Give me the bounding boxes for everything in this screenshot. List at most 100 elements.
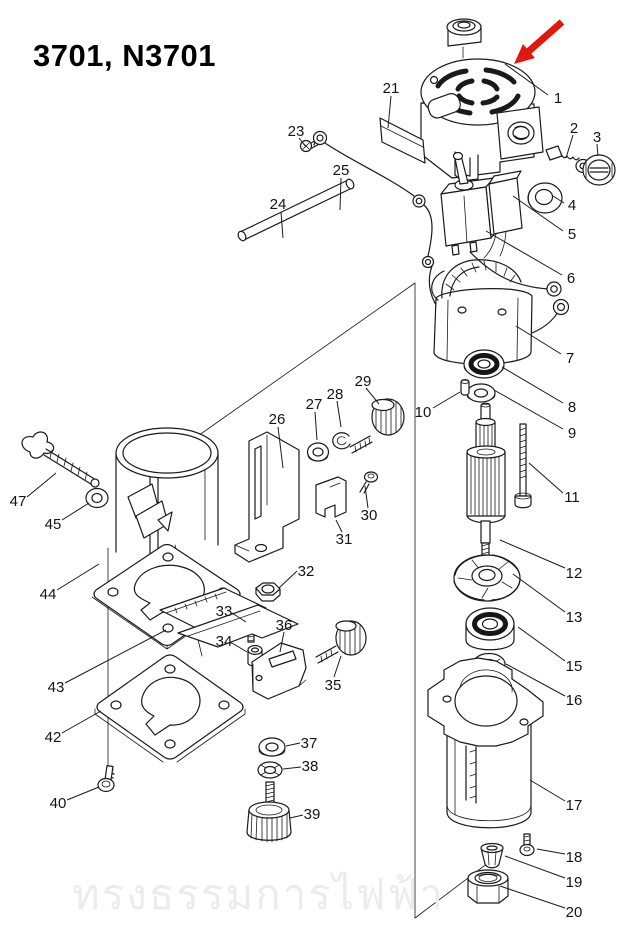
part-number-label: 15 [566,658,583,675]
guide-holder-26 [234,431,300,563]
leader-line [339,177,342,211]
part-number-labels: 1234567891011121315161718192021232425262… [10,63,601,921]
part-number-label: 9 [568,425,576,442]
leader-line [552,195,565,204]
part-number-label: 20 [566,904,583,921]
leader-line [512,195,564,232]
leader-line [504,855,566,879]
leader-line [504,63,549,96]
stop-plate-43 [159,587,299,648]
frame-lines [107,46,493,919]
part-number-label: 36 [276,617,293,634]
part-number-label: 21 [383,80,400,97]
leader-line [505,663,566,697]
leader-line [493,389,564,430]
leader-line [365,387,380,405]
leader-line [512,573,566,613]
part-number-label: 18 [566,849,583,866]
leader-line [517,626,566,662]
base-plate-42 [94,654,246,763]
part-number-label: 27 [306,396,323,413]
nut-32 [255,582,281,602]
leader-line [501,366,564,404]
fan [453,554,521,602]
collet-nut [467,869,509,904]
part-number-label: 7 [566,350,574,367]
leader-line [499,539,566,569]
leader-line [432,391,461,409]
part-number-label: 33 [216,603,233,620]
part-number-label: 31 [336,531,353,548]
screw-30 [359,471,379,494]
collet-cone [480,842,504,869]
leader-line [280,211,284,239]
part-number-label: 5 [568,226,576,243]
part-number-label: 12 [566,565,583,582]
washer-27 [306,442,330,462]
leader-line [314,411,318,441]
leader-line [485,230,563,276]
leader-line [282,766,302,770]
part-number-label: 13 [566,609,583,626]
part-number-label: 35 [325,677,342,694]
part-number-label: 24 [270,196,287,213]
leader-line [56,563,100,591]
part-number-label: 8 [568,399,576,416]
leader-line [529,779,566,802]
part-number-label: 23 [288,123,305,140]
page-title: 3701, N3701 [33,38,217,73]
part-number-label: 39 [304,806,321,823]
part-number-label: 28 [327,386,344,403]
straight-guide-36 [251,642,307,700]
part-number-label: 32 [298,563,315,580]
leader-line [231,642,248,653]
shoe-plate-31 [315,476,347,518]
part-number-label: 17 [566,797,583,814]
part-number-label: 37 [301,735,318,752]
part-number-label: 11 [564,489,580,506]
leader-line [364,485,369,509]
leader-line [387,95,392,129]
washer-37 [258,737,286,757]
part-number-label: 42 [45,729,62,746]
leader-line [336,400,342,428]
bearing-box-17 [427,657,544,829]
motor-housing [420,58,544,182]
part-number-label: 34 [216,633,233,650]
part-number-label: 16 [566,692,583,709]
washer-38 [257,761,283,779]
brush-holder-cap [582,154,616,186]
pin-10 [460,379,470,396]
part-number-label: 10 [415,404,432,421]
leader-line [335,519,343,533]
leader-line [231,612,247,623]
leader-line [499,885,566,909]
part-number-label: 26 [269,411,286,428]
leader-line [61,502,90,521]
part-number-label: 1 [554,90,562,107]
bearing-8 [463,349,505,379]
wing-bolt-47 [21,431,100,488]
armature [466,402,506,561]
part-number-label: 6 [567,270,575,287]
part-number-label: 44 [40,586,57,603]
leader-line [66,786,100,801]
cap-nut [446,18,482,47]
grommet-4 [527,182,563,214]
bolt-11 [514,423,532,509]
thumb-screw-29 [349,398,405,454]
leader-line [278,570,298,589]
leader-line [596,143,599,157]
part-number-label: 47 [10,493,27,510]
part-number-label: 30 [361,507,378,524]
washer-28 [332,432,351,450]
leader-line [515,325,562,355]
part-number-label: 40 [50,795,67,812]
watermark-text: ทรงธรรมการไฟฟ้า [72,871,445,918]
leader-line [26,472,57,498]
leader-line [565,134,574,159]
leader-line [61,710,102,734]
leader-line [285,742,301,747]
part-number-label: 29 [355,373,372,390]
